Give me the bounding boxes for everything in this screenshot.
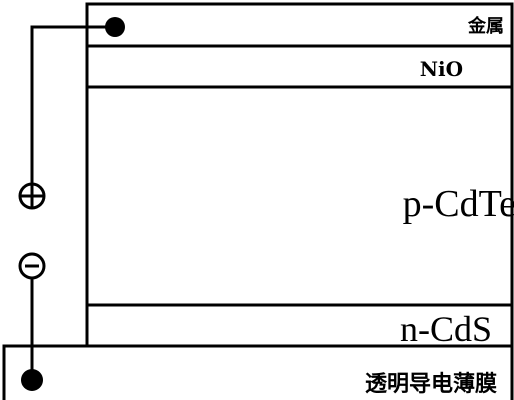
- tco-label: 透明导电薄膜: [365, 371, 497, 397]
- top-contact-wire: [30, 25, 115, 184]
- negative-terminal-icon: [18, 252, 46, 280]
- metal-label: 金属: [467, 15, 504, 37]
- n-cds-label: n-CdS: [400, 309, 492, 349]
- upper-stack-outline: [85, 2, 514, 348]
- external-circuit: [30, 25, 115, 380]
- tco-layer-outline: [2, 344, 514, 400]
- positive-terminal-icon: [18, 182, 46, 210]
- top-contact-dot: [105, 17, 125, 37]
- bottom-contact-dot: [21, 369, 43, 391]
- p-cdte-label: p-CdTe: [403, 183, 514, 225]
- nio-label: NiO: [420, 57, 463, 81]
